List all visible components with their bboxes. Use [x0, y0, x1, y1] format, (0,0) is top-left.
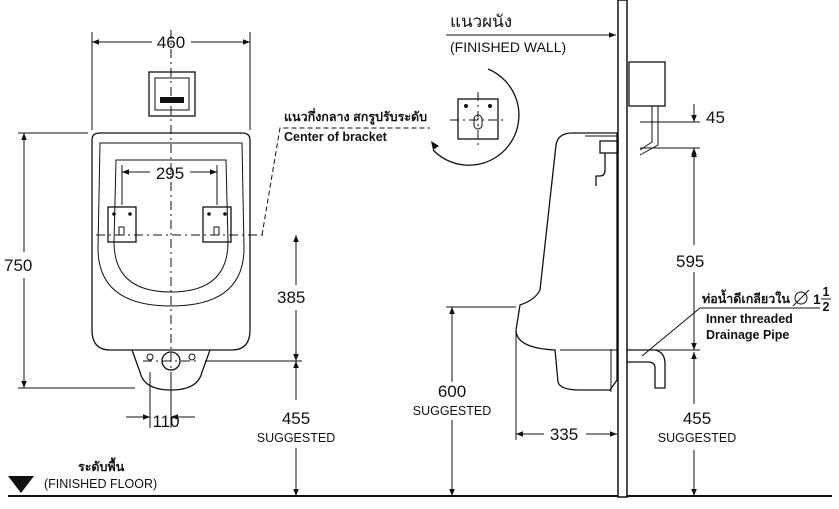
flush-valve-plate [148, 71, 196, 117]
dim-455-side: 455 [683, 409, 711, 428]
dim-460: 460 [157, 33, 185, 52]
urinal-body-front [91, 132, 251, 351]
dim-595: 595 [676, 252, 704, 271]
bracket-label-th: แนวกึ่งกลาง สกรูปรับระดับ [284, 108, 427, 125]
drain-size-whole: 1 [813, 291, 821, 307]
valve-box [628, 61, 666, 107]
drain-label-th: ท่อน้ำดีเกลียวใน [702, 289, 790, 306]
side-view: 45 595 455 SUGGESTED 600 SUGGESTED 335 ท… [413, 61, 831, 496]
finished-wall: แนวผนัง (FINISHED WALL) [446, 0, 628, 498]
drain-label-en-1: Inner threaded [706, 312, 793, 326]
floor-label-en: (FINISHED FLOOR) [44, 477, 157, 491]
finished-floor: ระดับพื้น (FINISHED FLOOR) [8, 457, 832, 497]
drain-label-en-2: Drainage Pipe [706, 328, 789, 342]
dim-600-note: SUGGESTED [413, 404, 492, 418]
supply-pipe [595, 153, 606, 186]
dim-45: 45 [706, 108, 725, 127]
diameter-icon [794, 291, 808, 305]
bowl-outline [97, 142, 245, 307]
dim-455-front-note: SUGGESTED [257, 431, 336, 445]
drain-size-num: 1 [823, 285, 830, 299]
floor-level-marker-icon [8, 476, 34, 493]
wall-label-en: (FINISHED WALL) [450, 39, 566, 55]
dim-600: 600 [438, 382, 466, 401]
dim-295: 295 [156, 164, 184, 183]
bracket-label-en: Center of bracket [284, 130, 388, 144]
floor-label-th: ระดับพื้น [78, 457, 125, 474]
dim-335: 335 [550, 425, 578, 444]
dim-455-side-note: SUGGESTED [658, 431, 737, 445]
wall-label-th: แนวผนัง [450, 12, 512, 31]
dim-455-front: 455 [282, 409, 310, 428]
dim-110: 110 [152, 412, 179, 431]
drain-size-den: 2 [823, 300, 830, 314]
bracket-detail [431, 68, 520, 166]
dim-385: 385 [277, 288, 305, 307]
urinal-body-side [515, 132, 618, 391]
drain-pipe [627, 349, 666, 389]
left-bracket [107, 206, 137, 243]
front-view: 460 295 750 385 455 SUGGESTED 110 แนวกึ่… [4, 30, 520, 496]
dim-750: 750 [4, 256, 32, 275]
